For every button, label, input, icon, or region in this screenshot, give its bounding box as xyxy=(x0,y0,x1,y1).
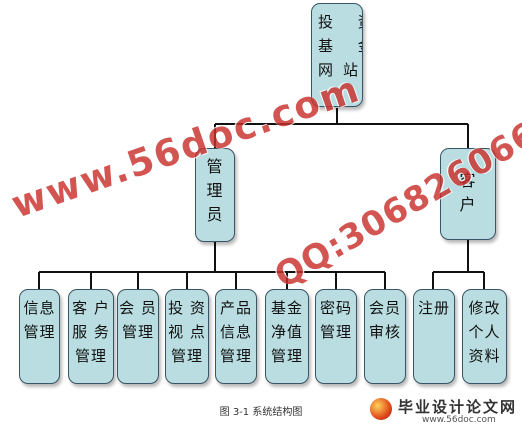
node-line: 资料 xyxy=(468,347,501,365)
function-node-investment-view: 投 资 视 点 管理 xyxy=(165,289,209,384)
admin-node-line: 管 xyxy=(206,157,224,176)
figure-caption: 图 3-1 系统结构图 xyxy=(219,407,303,418)
node-line: 注册 xyxy=(417,299,450,317)
node-line: 客 户 xyxy=(72,299,110,317)
node-line: 修改 xyxy=(468,299,501,317)
node-line: 管理 xyxy=(219,347,252,365)
node-line: 信息 xyxy=(219,323,252,341)
node-line: 个人 xyxy=(468,323,501,341)
node-line: 会 员 xyxy=(119,299,157,317)
node-line: 会员 xyxy=(368,299,401,317)
node-line: 净值 xyxy=(270,323,303,341)
node-line: 管理 xyxy=(270,347,303,365)
node-line: 信息 xyxy=(23,299,56,317)
root-node-line: 投 资 xyxy=(318,13,362,31)
node-line: 管理 xyxy=(121,323,154,341)
function-node-edit-profile: 修改 个人 资料 xyxy=(462,289,507,384)
node-line: 投 资 xyxy=(168,299,206,317)
node-line: 基金 xyxy=(270,299,303,317)
node-line: 管理 xyxy=(319,323,352,341)
customer-node: 客 户 xyxy=(440,148,496,240)
node-line: 密码 xyxy=(319,299,352,317)
node-line: 审核 xyxy=(368,323,401,341)
admin-node: 管 理 员 xyxy=(195,148,235,242)
function-node-password: 密码 管理 xyxy=(315,289,357,384)
node-line: 产品 xyxy=(219,299,252,317)
function-node-member: 会 员 管理 xyxy=(117,289,159,384)
brand-name: 毕业设计论文网 xyxy=(398,398,518,416)
root-node: 投 资 基 金 网站 xyxy=(311,3,363,107)
customer-node-line: 客 xyxy=(459,171,477,190)
customer-node-line: 户 xyxy=(459,195,477,214)
function-node-customer-service: 客 户 服 务 管理 xyxy=(68,289,114,384)
node-line: 管理 xyxy=(74,347,107,365)
node-line: 服 务 xyxy=(72,323,110,341)
brand-url: www.56doc.com xyxy=(422,415,496,425)
brand-logo: 毕业设计论文网 www.56doc.com xyxy=(358,392,522,431)
function-node-product-info: 产品 信息 管理 xyxy=(215,289,257,384)
node-line: 管理 xyxy=(170,347,203,365)
function-node-info: 信息 管理 xyxy=(19,289,60,384)
root-node-line: 基 金 xyxy=(318,37,362,55)
root-node-line: 网站 xyxy=(318,61,358,79)
node-line: 视 点 xyxy=(168,323,206,341)
globe-logo-icon xyxy=(370,398,392,420)
admin-node-line: 员 xyxy=(206,205,224,224)
admin-node-line: 理 xyxy=(206,181,224,200)
node-line: 管理 xyxy=(23,323,56,341)
function-node-register: 注册 xyxy=(413,289,455,384)
function-node-member-review: 会员 审核 xyxy=(364,289,406,384)
function-node-fund-nav: 基金 净值 管理 xyxy=(265,289,309,384)
